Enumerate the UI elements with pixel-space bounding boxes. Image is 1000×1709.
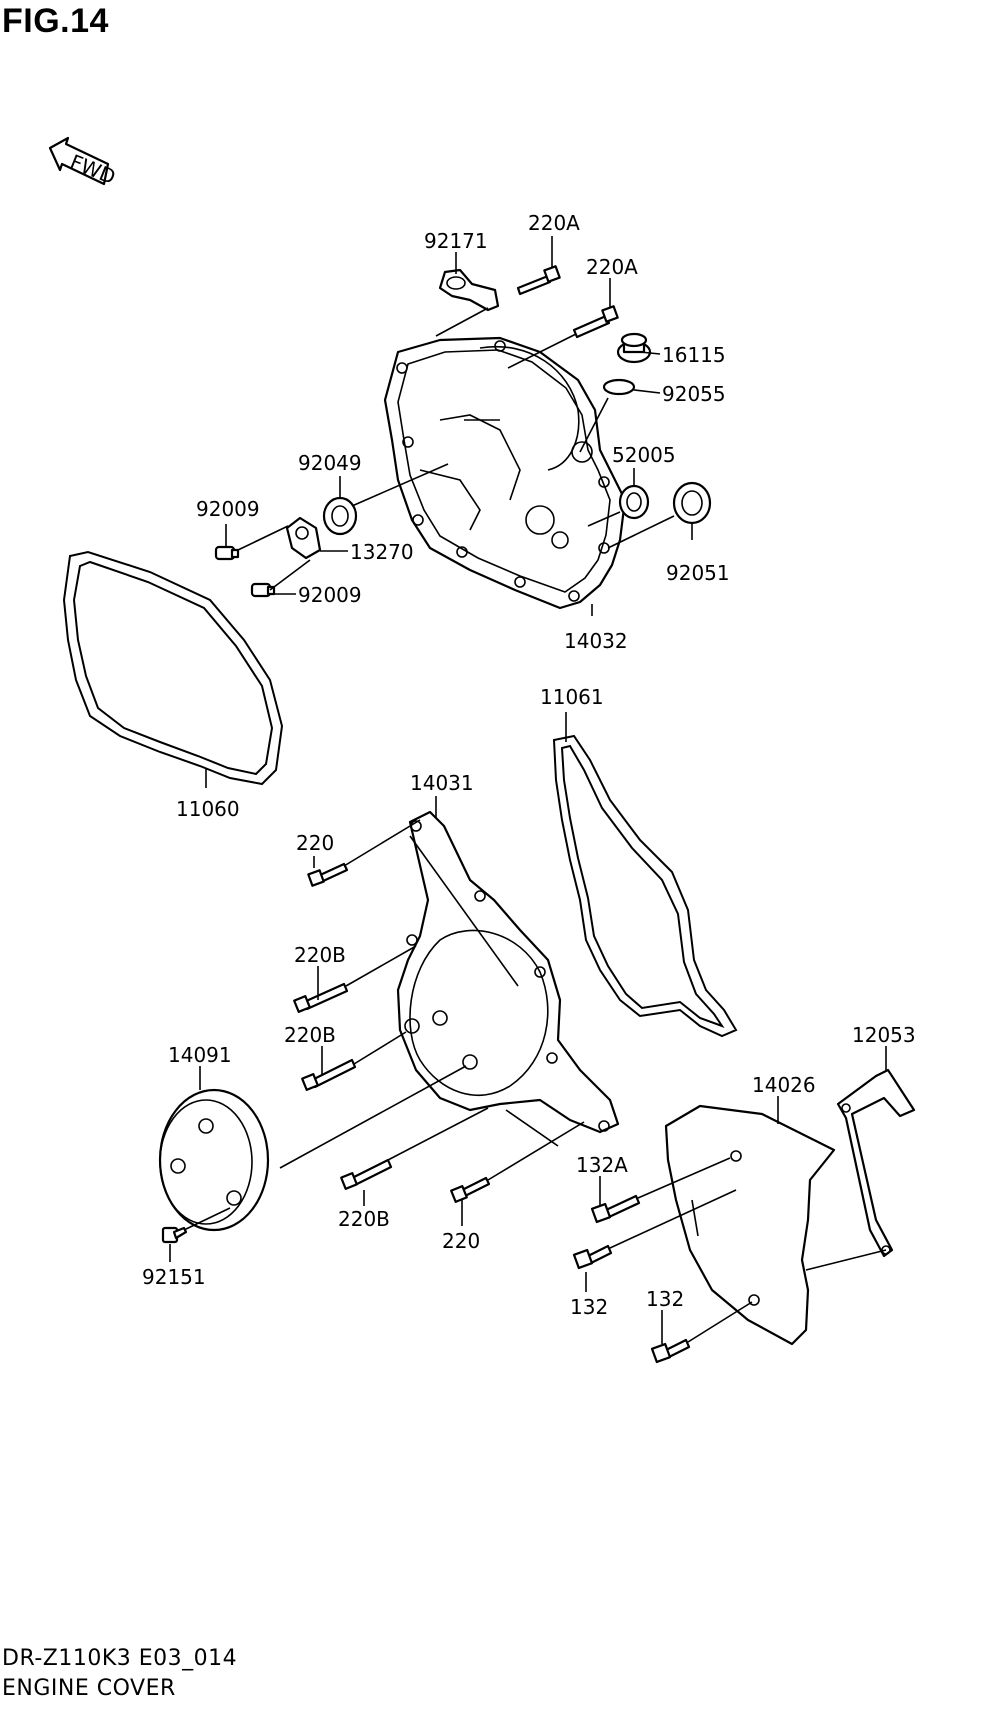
cover-14091-part [158, 1088, 270, 1232]
bolt-220b-lower-part [340, 1158, 393, 1190]
callout-220a-lower: 220A [586, 255, 638, 279]
gasket-11060-inner [72, 560, 274, 776]
callout-14026: 14026 [752, 1073, 816, 1097]
callout-92051: 92051 [666, 561, 730, 585]
fwd-label: FWD [67, 149, 119, 189]
callout-11060: 11060 [176, 797, 240, 821]
leader-lines [169, 236, 887, 1344]
screw-92151-part [161, 1226, 188, 1244]
o-ring-part [602, 378, 636, 396]
callout-11061: 11061 [540, 685, 604, 709]
callout-13270: 13270 [350, 540, 414, 564]
model-code: DR-Z110K3 E03_014 [2, 1646, 238, 1671]
callout-52005: 52005 [612, 443, 676, 467]
callout-14091: 14091 [168, 1043, 232, 1067]
plate-part [285, 516, 322, 560]
callout-220b-middle: 220B [284, 1023, 336, 1047]
gasket-11061-inner [560, 744, 725, 1028]
bolt-220b-upper-part [293, 982, 349, 1013]
bolt-132a-part [590, 1194, 641, 1224]
callout-12053: 12053 [852, 1023, 916, 1047]
callout-220-lower: 220 [442, 1229, 480, 1253]
clutch-cover-part [383, 336, 627, 610]
gasket-11061-part [552, 734, 738, 1038]
callout-132-right: 132 [646, 1287, 684, 1311]
callout-92049: 92049 [298, 451, 362, 475]
callout-220b-lower: 220B [338, 1207, 390, 1231]
callout-220a-upper: 220A [528, 211, 580, 235]
sprocket-cover-part [664, 1104, 836, 1346]
bracket-part [836, 1068, 916, 1258]
seal-92049-part [322, 496, 358, 536]
gasket-11060-part [62, 550, 284, 786]
bolt-220-lower-part [450, 1176, 491, 1203]
oil-seal-part [672, 481, 712, 525]
callout-220-upper: 220 [296, 831, 334, 855]
forward-arrow-icon: FWD [48, 136, 119, 189]
callout-14032: 14032 [564, 629, 628, 653]
callout-92151: 92151 [142, 1265, 206, 1289]
callout-14031: 14031 [410, 771, 474, 795]
bolt-220b-middle-part [301, 1058, 357, 1091]
clamp-part [438, 268, 500, 312]
callout-132a: 132A [576, 1153, 628, 1177]
bolt-132-upper-part [572, 1244, 613, 1270]
bolt-220-upper-part [307, 862, 349, 887]
bolt-220a-lower-part [572, 305, 619, 339]
callout-220b-upper: 220B [294, 943, 346, 967]
bolt-220a-upper-part [516, 265, 561, 296]
callout-92171: 92171 [424, 229, 488, 253]
callout-labels: 92171 220A 220A 16115 92055 92049 52005 … [142, 211, 916, 1319]
callout-16115: 16115 [662, 343, 726, 367]
callout-132-lower-left: 132 [570, 1295, 608, 1319]
bearing-part [618, 484, 650, 520]
callout-92055: 92055 [662, 382, 726, 406]
plug-upper-part [214, 545, 240, 561]
bolt-132-lower-part [650, 1338, 691, 1364]
callout-92009-upper: 92009 [196, 497, 260, 521]
callout-92009-lower: 92009 [298, 583, 362, 607]
figure-caption: ENGINE COVER [2, 1676, 176, 1701]
oil-filler-cap-part [616, 332, 652, 364]
figure-footer: DR-Z110K3 E03_014 ENGINE COVER [2, 1644, 237, 1704]
figure-title: FIG.14 [2, 2, 109, 40]
